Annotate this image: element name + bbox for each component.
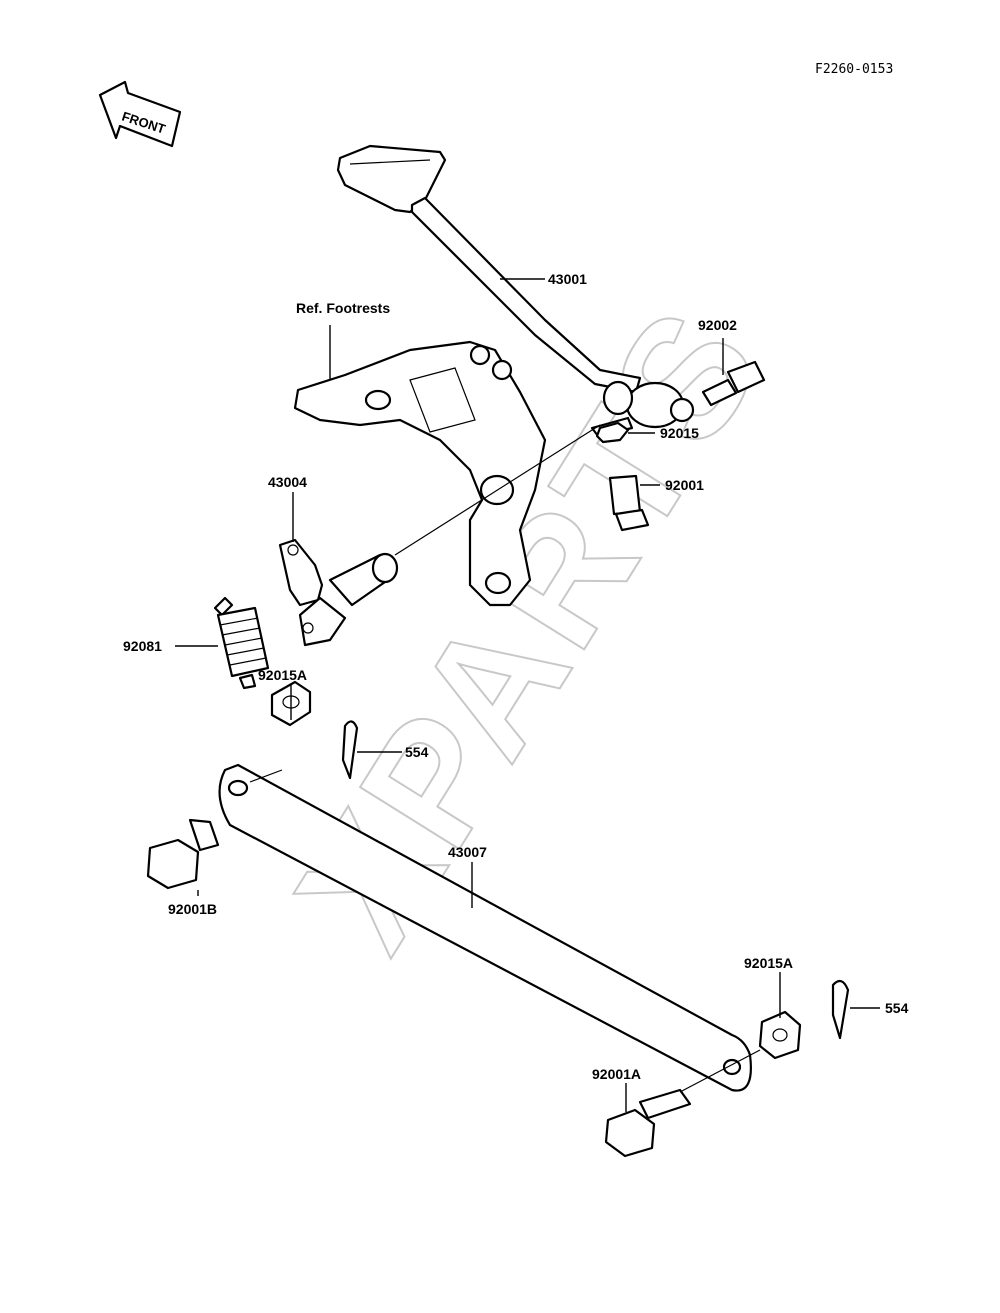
bolt-92001A [604, 1088, 692, 1158]
label-554-bottom: 554 [885, 1000, 909, 1016]
label-92015A-top: 92015A [258, 667, 307, 683]
front-arrow-icon: FRONT [98, 80, 182, 148]
bolt-92002 [701, 360, 766, 407]
clip-554-top [341, 720, 359, 780]
drawing-code: F2260-0153 [815, 62, 893, 77]
label-92001: 92001 [665, 477, 704, 493]
shaft-43004 [278, 538, 399, 647]
label-554-top: 554 [405, 744, 429, 760]
assembly-centerline [394, 424, 601, 556]
label-92015A-bottom: 92015A [744, 955, 793, 971]
label-43004: 43004 [268, 474, 307, 490]
rod-43007 [218, 763, 752, 1092]
spring-92081 [213, 596, 270, 690]
label-92015: 92015 [660, 425, 699, 441]
label-92002: 92002 [698, 317, 737, 333]
bolt-92001B [146, 818, 220, 890]
label-92001A: 92001A [592, 1066, 641, 1082]
assembly-centerline-bottom [679, 1049, 761, 1093]
brake-pedal-43001 [336, 144, 695, 438]
label-43001: 43001 [548, 271, 587, 287]
label-ref-footrests: Ref. Footrests [296, 300, 390, 316]
nut-92015A-bottom [758, 1010, 802, 1060]
label-92081: 92081 [123, 638, 162, 654]
label-92001B: 92001B [168, 901, 217, 917]
assembly-centerline-top [249, 769, 283, 783]
label-43007: 43007 [448, 844, 487, 860]
footrest-bracket [293, 340, 547, 607]
bolt-92001 [608, 474, 650, 532]
clip-554-bottom [831, 979, 850, 1040]
nut-92015 [595, 421, 630, 444]
